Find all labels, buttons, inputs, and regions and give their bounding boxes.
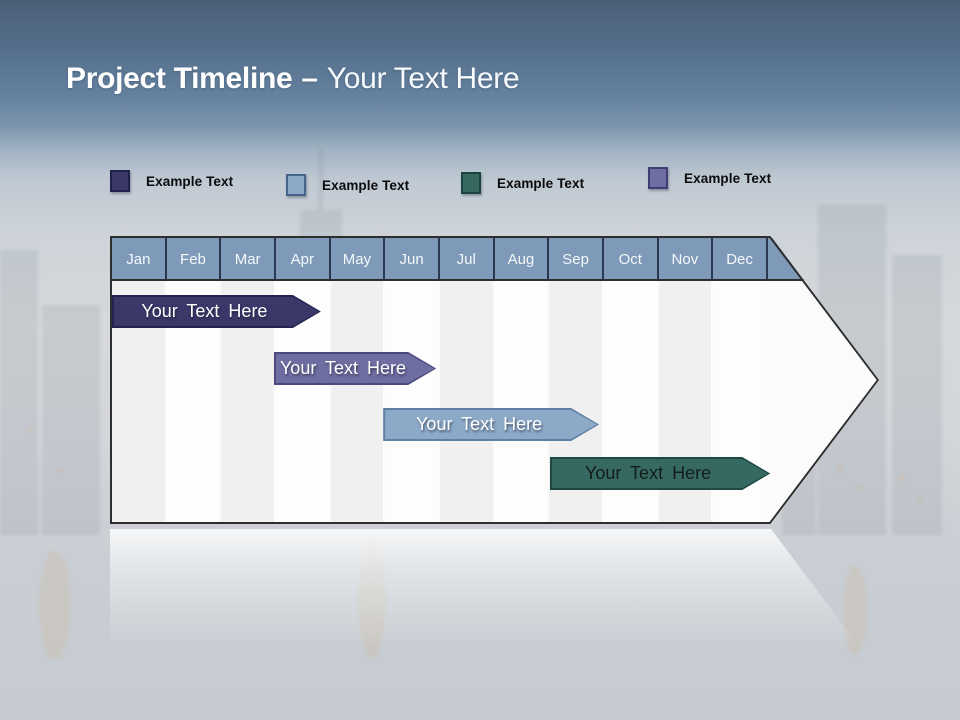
month-header-dec: Dec <box>713 238 768 280</box>
month-header-may: May <box>331 238 386 280</box>
month-header-oct: Oct <box>604 238 659 280</box>
timeline-bar-body: Your Text Here <box>552 459 768 488</box>
timeline-bar-body: Your Text Here <box>276 354 434 383</box>
legend-label: Example Text <box>146 173 234 189</box>
legend-label: Example Text <box>497 175 585 191</box>
timeline-bar-body: Your Text Here <box>114 297 319 326</box>
timeline-bar-body: Your Text Here <box>385 410 597 439</box>
month-header-nov: Nov <box>659 238 714 280</box>
month-header-feb: Feb <box>167 238 222 280</box>
timeline-column-may <box>330 280 386 522</box>
timeline-column-jul <box>439 280 495 522</box>
legend-label: Example Text <box>684 170 772 186</box>
month-header-aug: Aug <box>495 238 550 280</box>
timeline-bar-3: Your Text Here <box>383 408 599 441</box>
legend-swatch-purple <box>648 167 668 189</box>
timeline-column-jun <box>385 280 440 522</box>
month-header-apr: Apr <box>276 238 331 280</box>
timeline-bar-label: Your Text Here <box>279 358 407 378</box>
legend-item-3: Example Text <box>461 170 584 196</box>
legend-swatch-lightblue <box>286 174 306 196</box>
legend-swatch-teal <box>461 172 481 194</box>
legend-item-1: Example Text <box>110 168 233 194</box>
timeline-column-aug <box>494 280 550 522</box>
legend-swatch-navy <box>110 170 130 192</box>
month-header-jun: Jun <box>385 238 440 280</box>
timeline-bar-2: Your Text Here <box>274 352 436 385</box>
month-header-jul: Jul <box>440 238 495 280</box>
month-header-sep: Sep <box>549 238 604 280</box>
legend-item-2: Example Text <box>286 172 409 198</box>
legend-label: Example Text <box>322 177 410 193</box>
slide-title-placeholder: Your Text Here <box>326 62 520 95</box>
timeline-bar-label: Your Text Here <box>141 301 268 321</box>
title-separator-dash: – <box>301 62 318 95</box>
month-header-jan: Jan <box>112 238 167 280</box>
timeline-bar-label: Your Text Here <box>585 463 712 483</box>
legend-item-4: Example Text <box>648 165 771 191</box>
timeline-bar-label: Your Text Here <box>416 414 543 434</box>
timeline-bar-4: Your Text Here <box>550 457 770 490</box>
slide-title-main: Project Timeline <box>66 62 293 95</box>
timeline-bar-1: Your Text Here <box>112 295 321 328</box>
month-header-mar: Mar <box>221 238 276 280</box>
slide-title: Project Timeline–Your Text Here <box>66 60 520 98</box>
timeline-reflection <box>110 529 879 689</box>
